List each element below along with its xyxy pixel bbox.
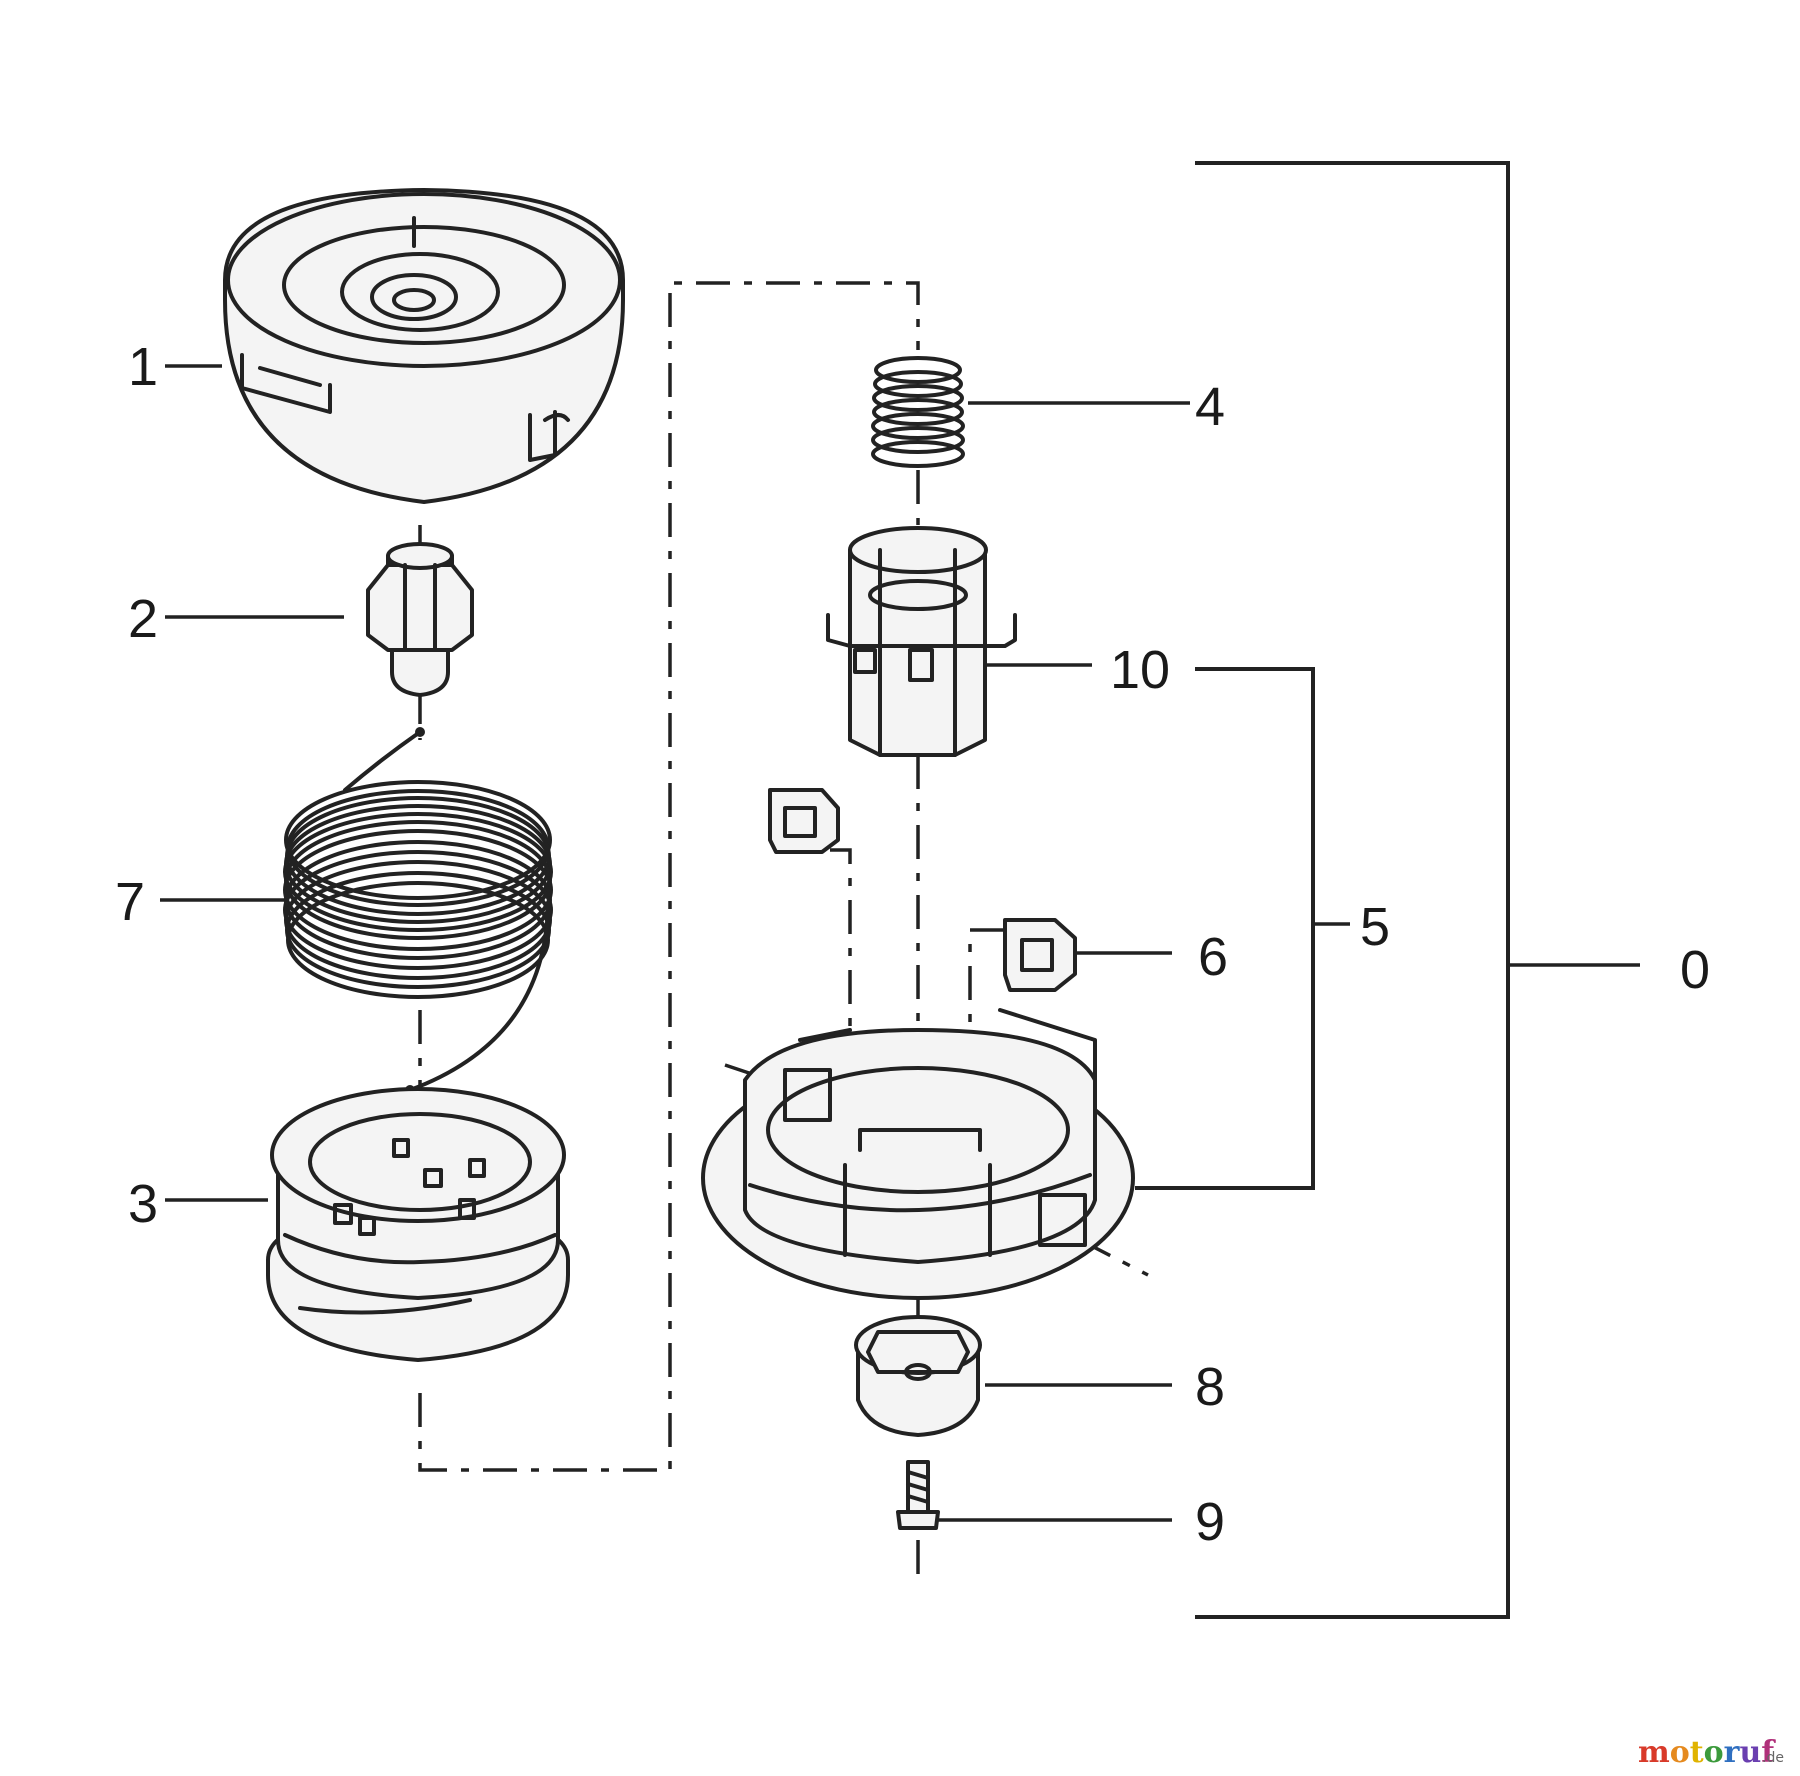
bolt-adapter-icon xyxy=(366,542,474,697)
eyelet-icon xyxy=(768,788,1077,992)
watermark-suffix: .de xyxy=(1762,1750,1784,1766)
svg-text:motoruf: motoruf xyxy=(1638,1735,1776,1770)
callout-0: 0 xyxy=(1680,940,1710,1000)
nut-icon xyxy=(854,1315,982,1437)
motoruf-watermark: motoruf .de xyxy=(1638,1735,1784,1770)
callout-1: 1 xyxy=(128,337,158,397)
watermark-letter: o xyxy=(1704,1735,1724,1770)
trimmer-line-icon xyxy=(283,727,553,1095)
assembly-bracket-0 xyxy=(1195,161,1640,1619)
callout-2: 2 xyxy=(128,589,158,649)
callout-8: 8 xyxy=(1195,1357,1225,1417)
watermark-letter: f xyxy=(1761,1735,1776,1770)
bump-knob-icon xyxy=(826,526,1017,757)
callout-5: 5 xyxy=(1360,897,1390,957)
watermark-letter: r xyxy=(1724,1735,1741,1770)
watermark-letter: m xyxy=(1638,1735,1670,1770)
subassembly-bracket-5 xyxy=(1135,667,1350,1190)
housing-assembly-icon xyxy=(701,1008,1135,1300)
callout-9: 9 xyxy=(1195,1492,1225,1552)
callout-3: 3 xyxy=(128,1174,158,1234)
spool-cover-icon xyxy=(223,188,625,504)
screw-icon xyxy=(896,1460,940,1530)
watermark-letter: o xyxy=(1670,1735,1690,1770)
callout-6: 6 xyxy=(1198,927,1228,987)
spool-icon xyxy=(266,1087,570,1362)
leader-lines xyxy=(160,364,1190,1522)
callout-7: 7 xyxy=(115,872,145,932)
callout-10: 10 xyxy=(1110,640,1170,700)
spring-icon xyxy=(871,356,965,468)
watermark-letter: u xyxy=(1739,1735,1761,1770)
callout-labels: 1 2 7 3 4 10 6 5 0 8 9 xyxy=(115,337,1710,1552)
callout-4: 4 xyxy=(1195,377,1225,437)
watermark-letter: t xyxy=(1690,1735,1704,1770)
